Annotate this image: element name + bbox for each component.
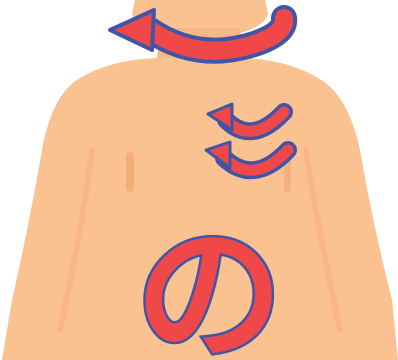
left-mark — [126, 152, 134, 192]
no-character: の — [134, 230, 284, 360]
